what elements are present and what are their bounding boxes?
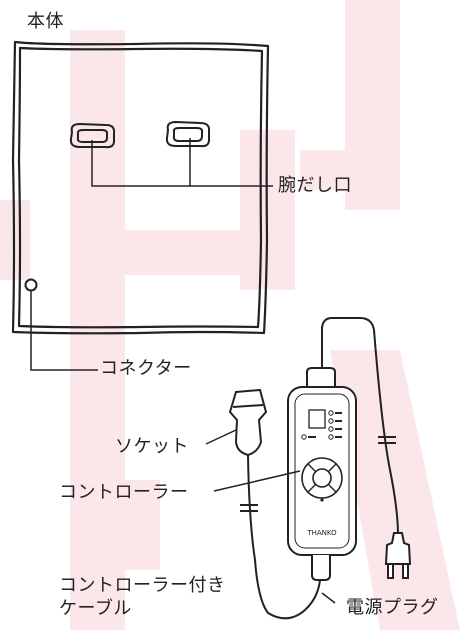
- label-socket: ソケット: [115, 436, 189, 457]
- connector-leader: [30, 291, 98, 371]
- label-cable-line1: コントローラー付き: [59, 575, 226, 596]
- label-connector: コネクター: [100, 358, 192, 379]
- brand-label: THANKO: [306, 529, 337, 537]
- arm-opening-right: [165, 120, 211, 148]
- blanket-body: [11, 40, 270, 335]
- connector-knob: [24, 278, 38, 292]
- socket: [228, 388, 268, 457]
- label-cable-line2: ケーブル: [59, 598, 132, 619]
- cable-bands: [240, 436, 396, 512]
- label-power-plug: 電源プラグ: [346, 597, 439, 618]
- label-body: 本体: [27, 11, 64, 32]
- arm-opening-leader: [91, 138, 273, 187]
- controller: THANKO: [287, 367, 357, 581]
- label-controller: コントローラー: [59, 482, 189, 503]
- label-arm-opening: 腕だし口: [278, 175, 352, 196]
- controller-cable: [247, 454, 321, 620]
- arm-opening-left: [69, 122, 116, 149]
- plug-cable: [321, 317, 399, 536]
- power-plug: [384, 532, 412, 579]
- leader-lines: [205, 429, 336, 604]
